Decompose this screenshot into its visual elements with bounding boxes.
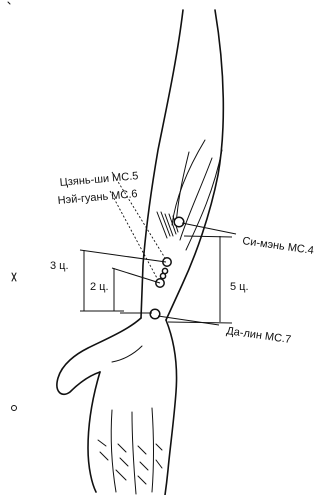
label-ms5: Цзянь-ши MC.5 xyxy=(59,170,139,189)
edge-mark xyxy=(12,273,16,281)
dim-3-cun: 3 ц. xyxy=(50,260,69,272)
point-ms7 xyxy=(150,309,160,319)
hand-outline xyxy=(57,318,177,495)
forearm-outline xyxy=(141,10,223,320)
dim-2-cun: 2 ц. xyxy=(90,281,109,293)
point-ms4 xyxy=(174,217,184,227)
label-ms6: Нэй-гуань MC.6 xyxy=(57,188,138,207)
label-ms7: Да-лин MC.7 xyxy=(226,325,292,346)
edge-mark xyxy=(12,406,17,411)
edge-mark xyxy=(8,2,10,4)
dim-5-cun: 5 ц. xyxy=(230,281,249,293)
acupoints xyxy=(150,217,184,319)
right-dimensions xyxy=(168,236,232,323)
label-ms4: Си-мэнь MC.4 xyxy=(242,235,315,257)
